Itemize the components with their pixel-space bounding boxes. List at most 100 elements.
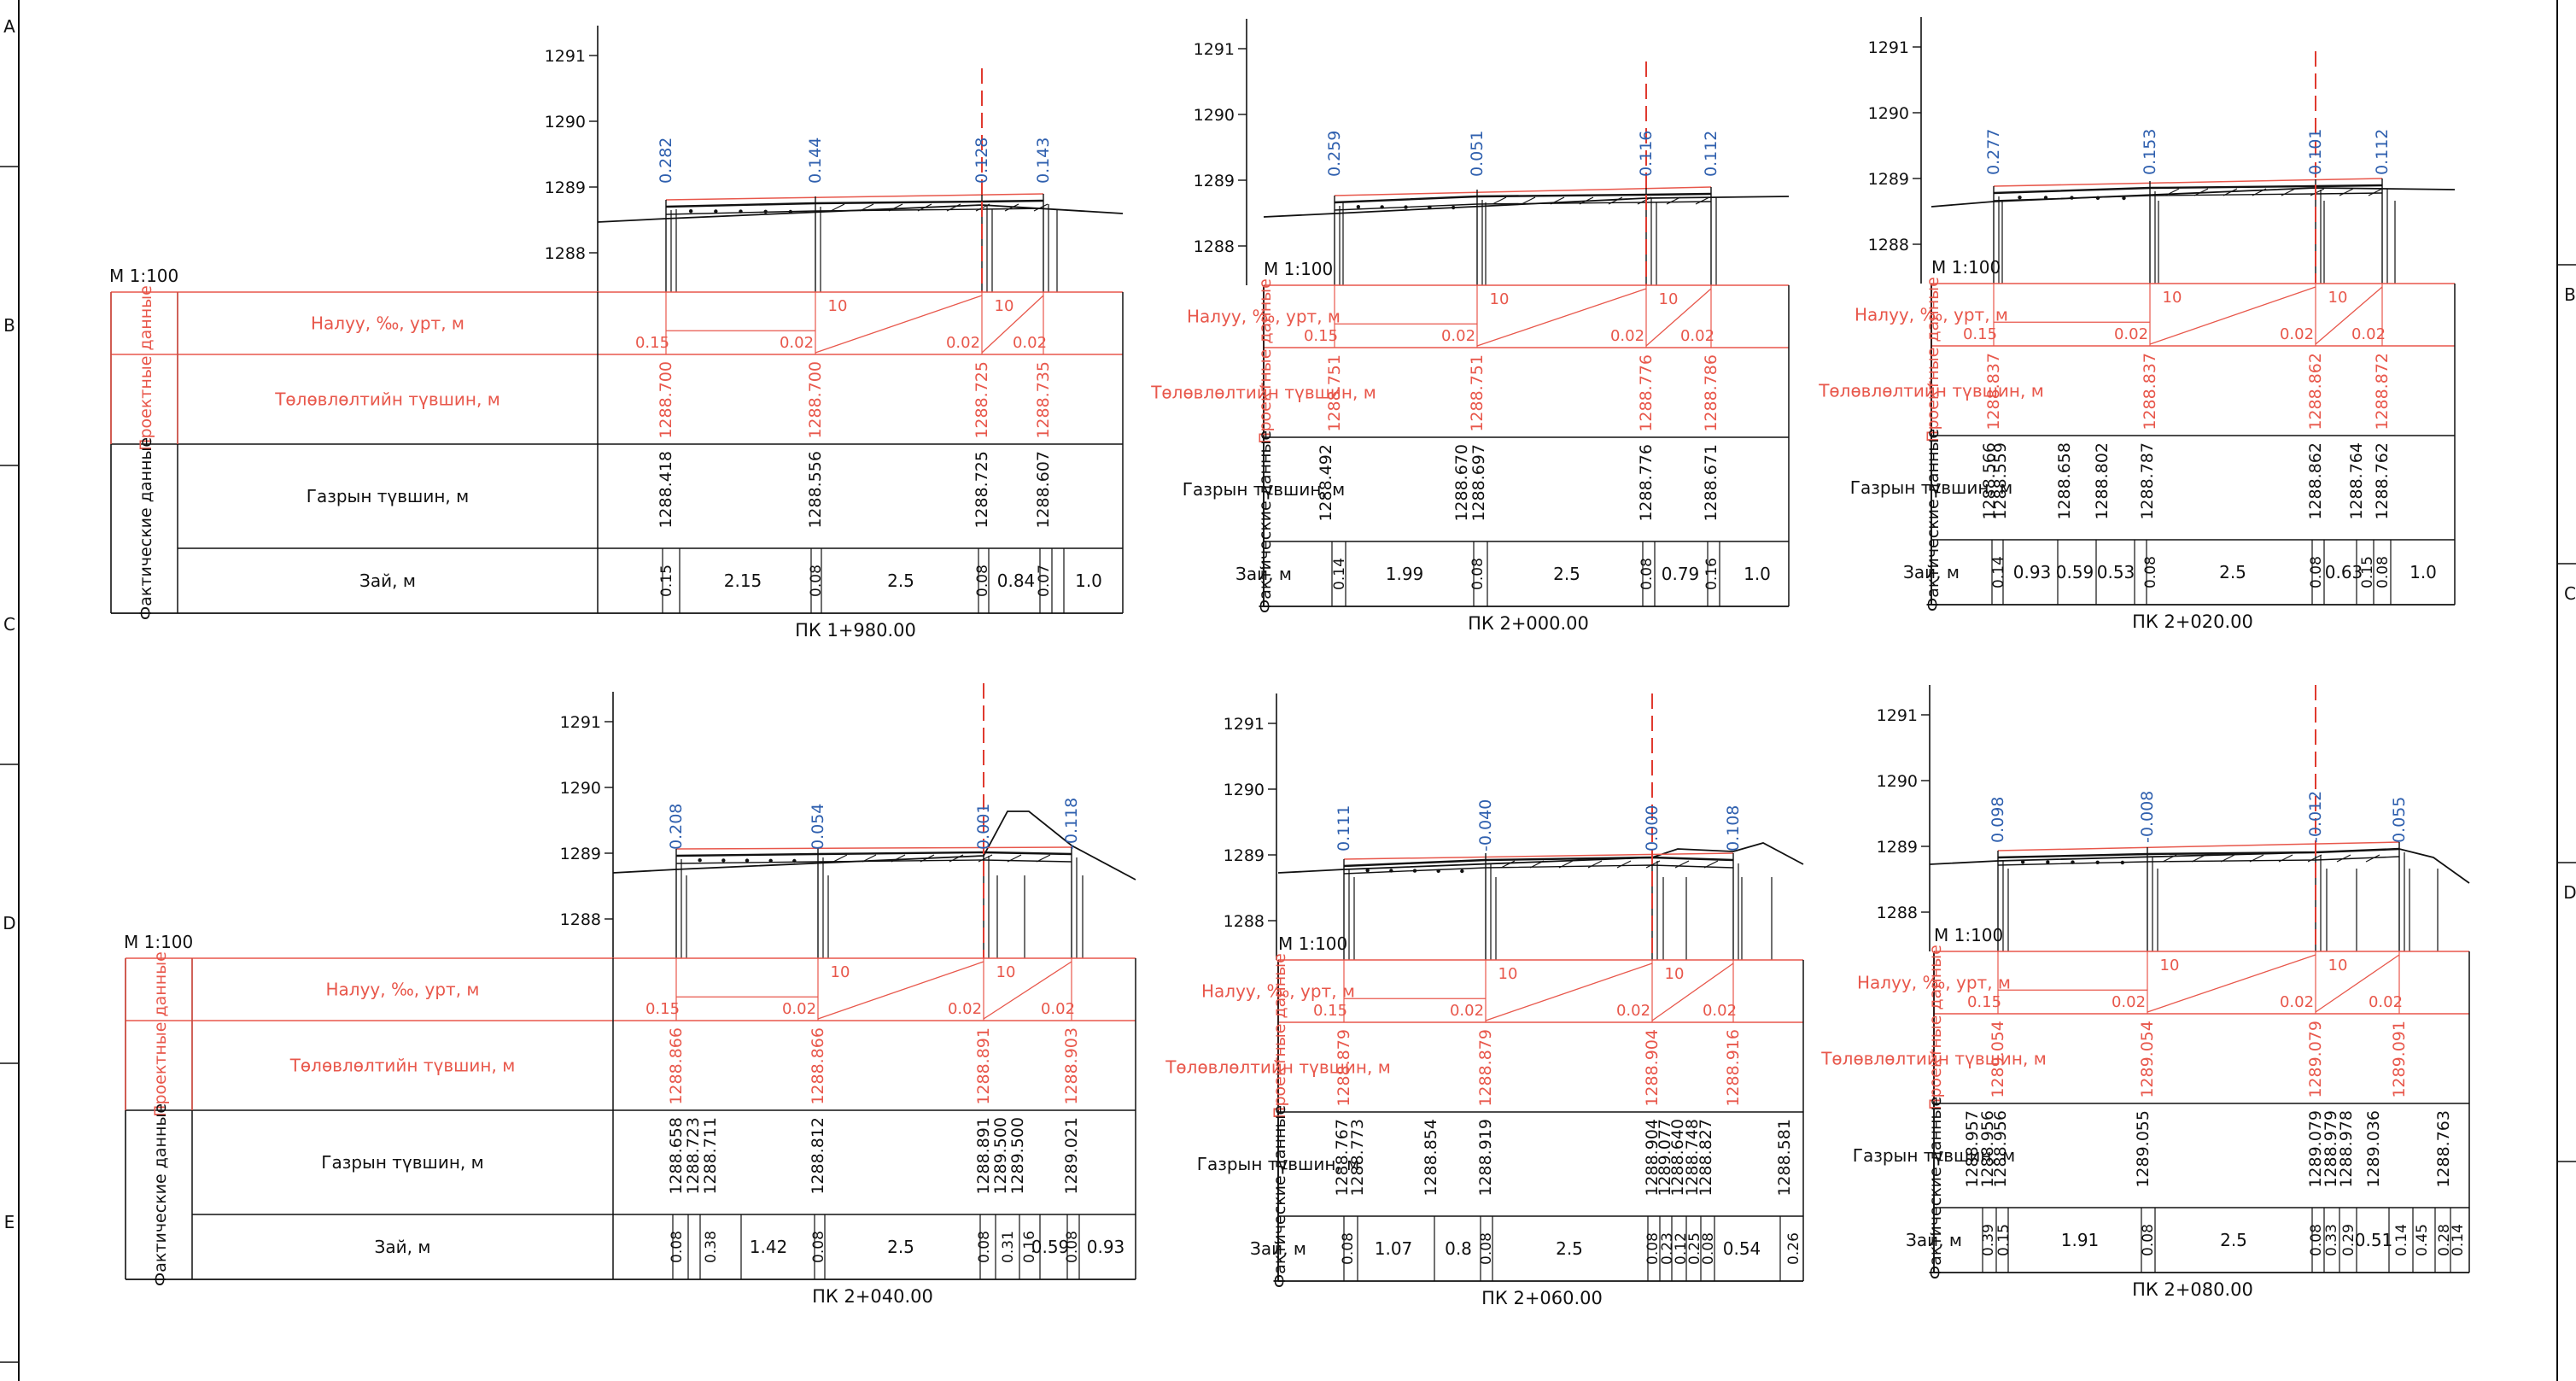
pavement-hatch bbox=[1558, 860, 1574, 869]
ground-level-value: 1288.957 bbox=[1963, 1110, 1982, 1188]
ground-level-value: 1288.919 bbox=[1476, 1119, 1495, 1197]
elevation-tick-label: 1290 bbox=[1877, 772, 1918, 791]
pavement-hatch bbox=[2307, 854, 2322, 863]
distance-value: 0.08 bbox=[2308, 556, 2325, 588]
zone-letter-left: C bbox=[3, 614, 15, 635]
fill-dot bbox=[2095, 196, 2100, 200]
design-level-value: 1288.786 bbox=[1702, 354, 1720, 432]
slope-value: 10 bbox=[1665, 965, 1685, 983]
ground-level-value: 1288.418 bbox=[657, 451, 675, 529]
distance-value: 1.07 bbox=[1375, 1238, 1413, 1259]
fill-dot bbox=[1460, 869, 1464, 874]
slope-value: 0.02 bbox=[946, 334, 980, 352]
elevation-tick-label: 1291 bbox=[1877, 706, 1918, 725]
distance-value: 0.08 bbox=[808, 565, 825, 597]
distance-value: 0.54 bbox=[1723, 1238, 1761, 1259]
row-label-design-level: Төлөвлөлтийн түвшин, м bbox=[289, 1056, 516, 1076]
ground-level-value: 1288.802 bbox=[2093, 442, 2112, 520]
ground-level-value: 1288.956 bbox=[1991, 1110, 2010, 1188]
group-label-actual: Фактические данные bbox=[1270, 1105, 1289, 1288]
design-level-value: 1288.891 bbox=[974, 1027, 993, 1105]
road-surface bbox=[1993, 184, 2383, 195]
elevation-tick-label: 1291 bbox=[1868, 38, 1909, 57]
fill-dot bbox=[1436, 869, 1440, 873]
zone-letter-left: E bbox=[4, 1212, 15, 1232]
road-surface bbox=[675, 851, 1072, 857]
slope-segment bbox=[817, 961, 984, 1020]
distance-value: 0.15 bbox=[658, 565, 675, 597]
slope-segment bbox=[1485, 963, 1653, 1021]
road-surface bbox=[1997, 847, 2400, 859]
slope-value: 0.02 bbox=[1013, 334, 1047, 352]
elevation-tick-label: 1288 bbox=[1877, 904, 1918, 922]
pavement-hatch bbox=[1492, 196, 1507, 205]
slope-segment bbox=[815, 295, 983, 354]
distance-value: 0.93 bbox=[2013, 562, 2052, 582]
chainage-label: ПК 2+000.00 bbox=[1468, 613, 1589, 634]
cut-fill-value: 0.108 bbox=[1724, 805, 1743, 851]
pavement-hatch bbox=[832, 854, 848, 863]
row-label-ground: Газрын түвшин, м bbox=[307, 486, 469, 506]
slope-segment bbox=[2147, 954, 2316, 1013]
slope-segment bbox=[1476, 288, 1647, 347]
slope-value: 10 bbox=[996, 963, 1016, 981]
slope-value: 0.15 bbox=[645, 1000, 680, 1018]
ground-level-value: 1288.697 bbox=[1469, 444, 1488, 522]
fill-dot bbox=[1380, 205, 1384, 209]
elevation-tick-label: 1288 bbox=[545, 244, 586, 263]
pavement-hatch bbox=[1004, 203, 1019, 212]
row-label-design-level: Төлөвлөлтийн түвшин, м bbox=[1150, 383, 1376, 403]
row-label-distance: Зай, м bbox=[1235, 564, 1292, 584]
row-label-slope: Налуу, ‰, урт, м bbox=[1857, 973, 2011, 993]
group-label-actual: Фактические данные bbox=[137, 437, 155, 620]
ground-level-value: 1288.764 bbox=[2347, 442, 2366, 520]
row-label-ground: Газрын түвшин, м bbox=[321, 1152, 483, 1173]
design-line-red bbox=[1997, 841, 2400, 851]
design-level-value: 1288.700 bbox=[657, 361, 675, 439]
distance-value: 0.39 bbox=[1980, 1224, 1997, 1256]
pavement-hatch bbox=[1500, 860, 1516, 869]
fill-dot bbox=[768, 858, 773, 863]
pavement-hatch bbox=[1703, 860, 1719, 869]
scale-label: M 1:100 bbox=[1931, 257, 2001, 278]
ground-level-value: 1288.827 bbox=[1697, 1119, 1715, 1197]
fill-dot bbox=[721, 858, 726, 863]
slope-value: 10 bbox=[2328, 289, 2348, 307]
ground-level-value: 1288.670 bbox=[1452, 444, 1471, 522]
ground-level-value: 1289.021 bbox=[1062, 1117, 1081, 1195]
pavement-hatch bbox=[2193, 188, 2209, 196]
distance-value: 0.08 bbox=[2374, 556, 2392, 588]
ground-level-value: 1289.036 bbox=[2364, 1110, 2383, 1188]
distance-value: 0.84 bbox=[997, 571, 1036, 591]
zone-letter-left: B bbox=[3, 315, 15, 336]
pavement-hatch bbox=[978, 854, 993, 863]
ground-level-value: 1288.723 bbox=[684, 1117, 703, 1195]
road-surface bbox=[1334, 192, 1712, 204]
design-level-value: 1288.904 bbox=[1643, 1029, 1662, 1107]
elevation-tick-label: 1290 bbox=[560, 779, 601, 798]
elevation-tick-label: 1290 bbox=[1194, 106, 1235, 125]
design-level-value: 1289.054 bbox=[2138, 1021, 2157, 1098]
slope-value: 0.02 bbox=[2369, 993, 2403, 1011]
pavement-hatch bbox=[1608, 196, 1623, 205]
zone-letter-right: D bbox=[2563, 882, 2576, 903]
row-label-ground: Газрын түвшин, м bbox=[1183, 479, 1345, 500]
design-line-red bbox=[1343, 852, 1734, 860]
cut-fill-value: 0.144 bbox=[806, 138, 825, 184]
distance-value: 0.08 bbox=[2142, 556, 2159, 588]
ground-level-value: 1288.559 bbox=[1991, 442, 2010, 520]
chainage-label: ПК 2+040.00 bbox=[812, 1286, 933, 1307]
zone-letter-right: C bbox=[2564, 583, 2576, 604]
slope-value: 0.15 bbox=[1313, 1002, 1347, 1020]
slope-value: 0.02 bbox=[1703, 1002, 1737, 1020]
slope-value: 0.02 bbox=[2114, 325, 2148, 343]
group-label-actual: Фактические данные bbox=[1256, 430, 1275, 613]
ground-level-value: 1289.077 bbox=[1656, 1119, 1674, 1197]
ground-level-value: 1288.979 bbox=[2322, 1110, 2340, 1188]
design-level-value: 1288.700 bbox=[806, 361, 825, 439]
row-label-design-level: Төлөвлөлтийн түвшин, м bbox=[1165, 1057, 1391, 1078]
cut-fill-value: 0.112 bbox=[1702, 131, 1720, 177]
elevation-tick-label: 1289 bbox=[1868, 170, 1909, 189]
